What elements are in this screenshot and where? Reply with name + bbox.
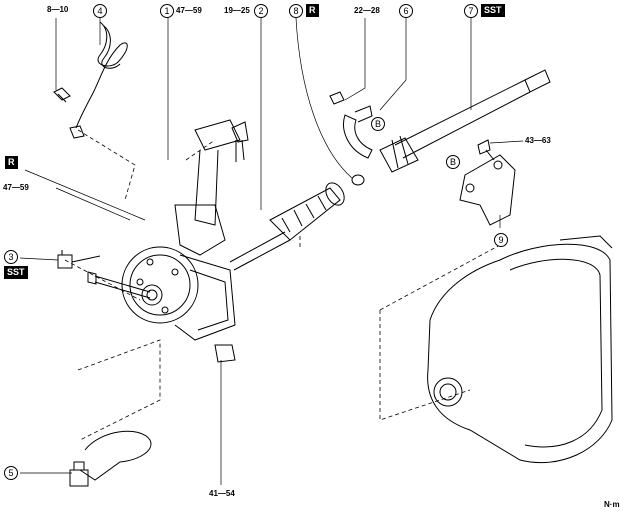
lower-arm: [69, 430, 152, 487]
torque-label-1: 47—59: [176, 6, 202, 15]
callout-2: 2: [254, 4, 268, 18]
torque-label-left: 47—59: [3, 183, 29, 192]
drive-shaft: [229, 182, 345, 271]
abs-sensor-harness: [53, 21, 128, 139]
assembly-guides: [64, 129, 501, 441]
knuckle-bolt: [87, 271, 151, 299]
mounting-bracket: [459, 139, 516, 226]
torque-label-6: 22—28: [354, 6, 380, 15]
callout-7: 7: [464, 4, 478, 18]
callout-3: 3: [4, 250, 18, 264]
callout-6: 6: [399, 4, 413, 18]
replace-tag-8: R: [306, 4, 319, 17]
part-label-b-clip: B: [371, 117, 385, 131]
joint-shaft: [379, 69, 551, 173]
transaxle-case: [427, 235, 613, 464]
callout-5: 5: [4, 466, 18, 480]
tie-rod-end: [57, 250, 101, 269]
callout-8: 8: [289, 4, 303, 18]
sst-tag-3: SST: [4, 266, 28, 279]
callout-1: 1: [160, 4, 174, 18]
torque-label-9: 43—63: [525, 136, 551, 145]
leader-lines: [19, 17, 524, 485]
clip-ring: [351, 174, 365, 186]
torque-label-2: 19—25: [224, 6, 250, 15]
torque-unit-label: N·m: [604, 500, 620, 509]
replace-tag-left: R: [5, 156, 18, 169]
lock-nut: [214, 344, 236, 363]
part-label-b-bracket: B: [446, 155, 460, 169]
callout-4: 4: [93, 4, 107, 18]
callout-9: 9: [494, 233, 508, 247]
wheel-hub: [121, 246, 236, 341]
steering-knuckle: [174, 119, 249, 256]
support-bracket: [329, 91, 373, 159]
torque-label-bottom: 41—54: [209, 489, 235, 498]
torque-label-sensor-bolt: 8—10: [47, 5, 69, 14]
sst-tag-7: SST: [481, 4, 505, 17]
